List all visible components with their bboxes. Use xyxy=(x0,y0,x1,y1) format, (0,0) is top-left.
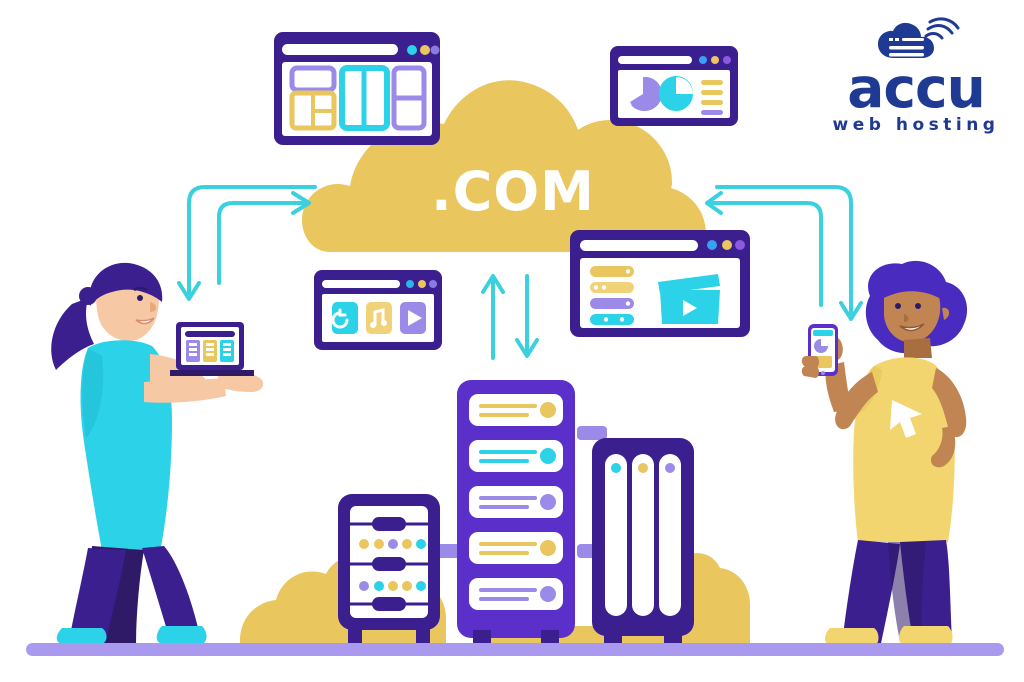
phone-content-block xyxy=(814,356,832,368)
arm-left-upper xyxy=(835,372,878,430)
window-dot-3 xyxy=(430,45,440,55)
list-pill-1 xyxy=(590,266,634,277)
hand xyxy=(218,372,264,392)
legend-line-1 xyxy=(701,80,723,85)
arrow-right-to-cloud xyxy=(715,185,863,321)
server-rack-right[interactable] xyxy=(590,436,700,650)
woman-with-laptop[interactable] xyxy=(40,262,280,652)
window-dot-2 xyxy=(722,240,732,250)
app-icon-music xyxy=(366,302,392,334)
legend-line-4 xyxy=(701,110,723,115)
server-bar xyxy=(605,454,627,616)
window-dot-2 xyxy=(420,45,430,55)
list-pill-4 xyxy=(590,314,634,325)
server-rack-center[interactable] xyxy=(435,378,607,650)
window-dot-2 xyxy=(711,56,719,64)
server-bar xyxy=(632,454,654,616)
server-bar xyxy=(659,454,681,616)
arrow-group-left xyxy=(177,185,317,301)
ground-bar xyxy=(26,643,1004,656)
list-pill-2 xyxy=(590,282,634,293)
window-dot-2 xyxy=(418,280,426,288)
pants-front-2 xyxy=(70,548,126,640)
shoe-left xyxy=(825,628,879,646)
logo-wordmark: accu xyxy=(847,56,985,120)
laptop-device[interactable] xyxy=(168,318,260,388)
server-handle xyxy=(372,517,406,531)
cloud-wifi-server-icon xyxy=(878,17,960,59)
cursor-arrow-icon xyxy=(890,400,922,438)
man-with-phone[interactable] xyxy=(800,260,1000,652)
pants-left xyxy=(842,540,900,648)
arrow-group-center xyxy=(481,274,539,360)
window-dot-1 xyxy=(406,280,414,288)
brand-logo[interactable]: accu web hosting xyxy=(820,17,1012,135)
arrow-left-to-cloud xyxy=(217,191,311,285)
arrow-group-right xyxy=(705,185,863,321)
window-dot-1 xyxy=(699,56,707,64)
smartphone-device[interactable] xyxy=(801,322,850,386)
server-handle xyxy=(372,557,406,571)
logo-tagline: web hosting xyxy=(832,115,1000,135)
app-icon-refresh xyxy=(332,302,358,334)
server-slot xyxy=(469,394,563,426)
shoe-right xyxy=(899,626,953,646)
legend-line-2 xyxy=(701,90,723,95)
hair xyxy=(89,262,163,306)
window-dot-3 xyxy=(429,280,437,288)
media-icons-window[interactable] xyxy=(312,268,444,352)
arm-right-upper xyxy=(932,368,967,438)
server-rack-left[interactable] xyxy=(336,492,446,650)
video-player-window[interactable] xyxy=(568,228,754,340)
server-slot xyxy=(469,486,563,518)
arrow-cloud-down xyxy=(515,274,539,358)
arrow-top-left-down xyxy=(177,185,317,301)
arm-right-lower xyxy=(930,426,956,468)
clapperboard-icon xyxy=(658,266,720,324)
shoe-right xyxy=(156,626,207,644)
arrow-top-right-down xyxy=(705,191,823,307)
legend-line-3 xyxy=(701,100,723,105)
window-dot-3 xyxy=(723,56,731,64)
window-dot-3 xyxy=(735,240,745,250)
ponytail xyxy=(51,298,94,370)
shirt xyxy=(853,357,955,542)
window-dot-1 xyxy=(707,240,717,250)
pants-front xyxy=(142,546,200,640)
server-slot xyxy=(469,440,563,472)
arm-lower xyxy=(144,378,226,403)
list-pill-3 xyxy=(590,298,634,309)
shoe-left xyxy=(56,628,107,644)
phone-header-bar xyxy=(813,330,833,336)
analytics-window[interactable] xyxy=(608,44,740,128)
com-cloud-shape xyxy=(302,80,706,252)
arrow-cloud-up xyxy=(481,274,505,360)
layout-blocks-window[interactable] xyxy=(272,30,444,148)
server-slot xyxy=(469,532,563,564)
server-handle xyxy=(372,597,406,611)
server-slot xyxy=(469,578,563,610)
window-dot-1 xyxy=(407,45,417,55)
